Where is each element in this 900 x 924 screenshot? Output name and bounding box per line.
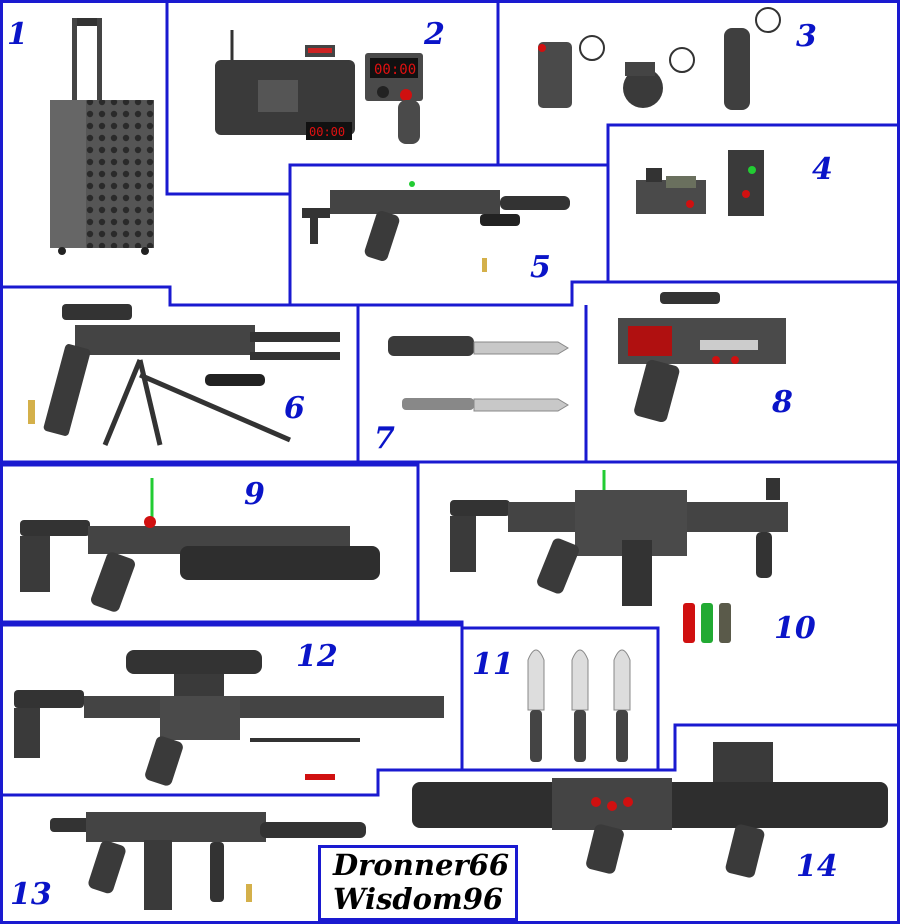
item-label-2: 2	[424, 17, 445, 52]
item-label-9: 9	[244, 477, 265, 512]
item-label-8: 8	[772, 385, 793, 420]
knives-illustration	[527, 649, 631, 762]
scoped-rifle-illustration	[14, 650, 444, 786]
item-label-7: 7	[374, 421, 395, 456]
grenade-launcher-carbine-illustration	[20, 478, 380, 612]
assault-carbine-illustration	[50, 812, 366, 910]
item-label-5: 5	[530, 250, 551, 285]
anti-materiel-rifle-illustration	[28, 304, 340, 446]
grenades-illustration	[538, 7, 781, 110]
item-label-6: 6	[284, 391, 305, 426]
timer-top-display: 00:00	[374, 62, 416, 78]
machine-pistol-illustration	[618, 292, 786, 423]
credits-box: Dronner66 Wisdom96	[318, 845, 518, 921]
case-illustration	[50, 18, 154, 255]
detonator-illustration	[215, 30, 423, 144]
shotgun-launcher-illustration	[450, 470, 788, 643]
item-label-11: 11	[472, 647, 514, 682]
item-label-1: 1	[7, 17, 28, 52]
item-label-4: 4	[812, 152, 833, 187]
recoilless-launcher-illustration	[412, 742, 888, 878]
item-label-12: 12	[296, 639, 338, 674]
item-label-14: 14	[796, 849, 838, 884]
bayonets-illustration	[388, 336, 569, 412]
optics-illustration	[636, 150, 764, 216]
item-label-3: 3	[796, 19, 817, 54]
credit-line-2: Wisdom96	[333, 882, 504, 916]
timer-bottom-display: 00:00	[309, 125, 345, 139]
smg-illustration	[302, 181, 570, 272]
item-label-10: 10	[774, 611, 816, 646]
item-label-13: 13	[10, 877, 52, 912]
credit-line-1: Dronner66	[333, 848, 510, 882]
